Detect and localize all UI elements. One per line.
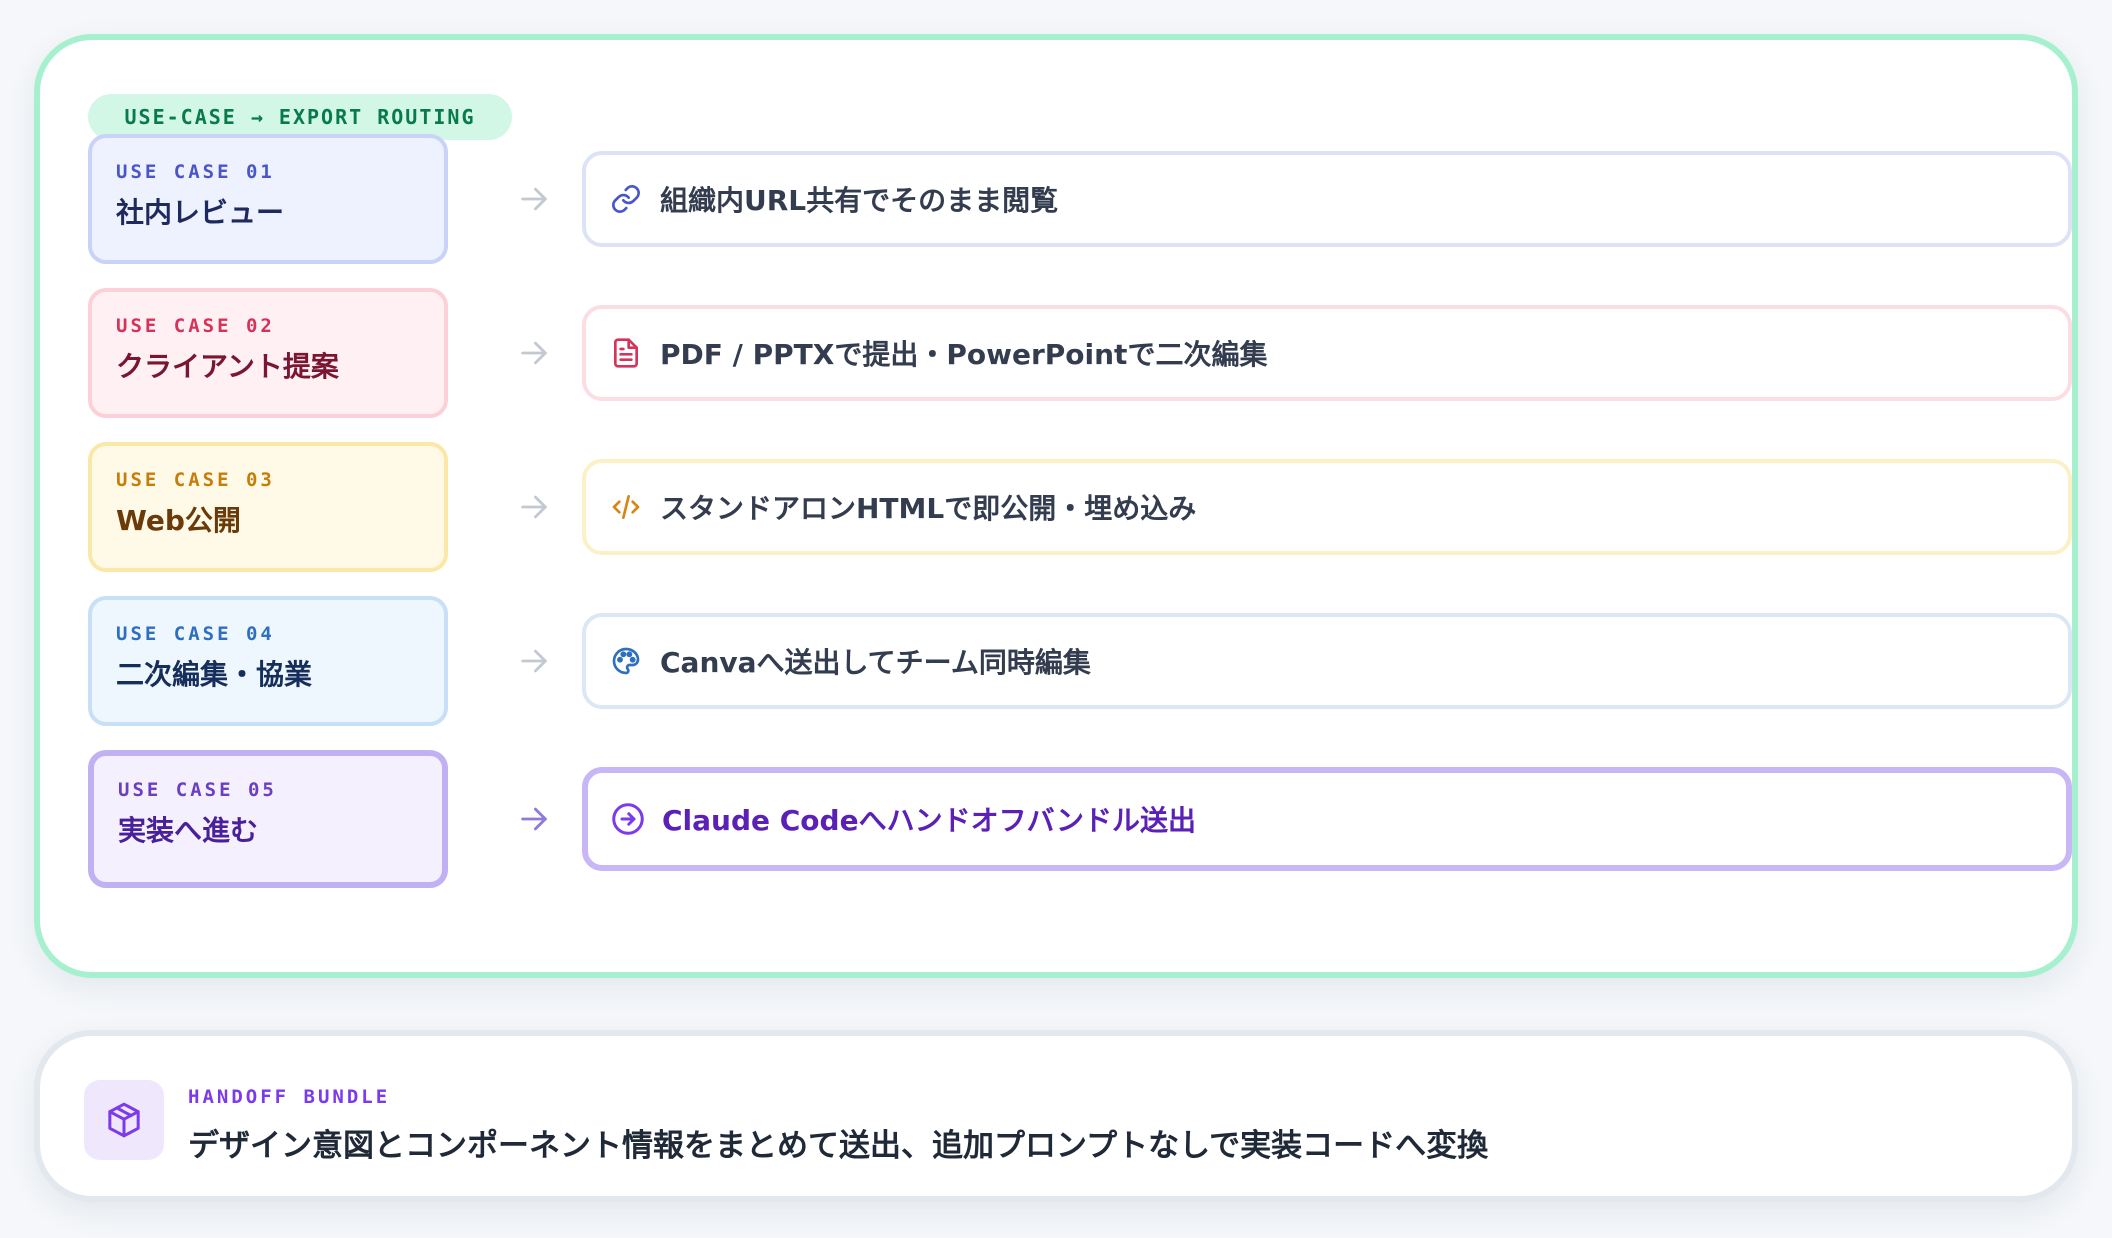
handoff-bundle-label: HANDOFF BUNDLE — [188, 1086, 391, 1108]
use-case-title: Web公開 — [116, 504, 241, 537]
use-case-label: USE CASE 02 — [116, 315, 275, 337]
export-option[interactable]: スタンドアロンHTMLで即公開・埋め込み — [582, 459, 2072, 555]
export-option[interactable]: Claude Codeへハンドオフバンドル送出 — [582, 767, 2072, 871]
use-case-card[interactable]: USE CASE 02 クライアント提案 — [88, 288, 448, 418]
handoff-bundle-description: デザイン意図とコンポーネント情報をまとめて送出、追加プロンプトなしで実装コードへ… — [188, 1128, 1489, 1164]
export-option-label: PDF / PPTXで提出・PowerPointで二次編集 — [660, 338, 1268, 371]
export-option-label: Canvaへ送出してチーム同時編集 — [660, 646, 1091, 679]
export-option-label: 組織内URL共有でそのまま閲覧 — [660, 184, 1059, 217]
use-case-label: USE CASE 05 — [118, 779, 277, 801]
routing-row: USE CASE 05 実装へ進む Claude Codeへハンドオフバンドル送… — [88, 750, 2072, 890]
arrow-right-icon — [514, 799, 554, 839]
export-option[interactable]: 組織内URL共有でそのまま閲覧 — [582, 151, 2072, 247]
export-option[interactable]: PDF / PPTXで提出・PowerPointで二次編集 — [582, 305, 2072, 401]
use-case-card[interactable]: USE CASE 03 Web公開 — [88, 442, 448, 572]
routing-header-pill: USE-CASE → EXPORT ROUTING — [88, 94, 512, 140]
use-case-title: 二次編集・協業 — [116, 658, 313, 691]
arrow-circle-icon — [610, 801, 646, 837]
routing-row: USE CASE 01 社内レビュー 組織内URL共有でそのまま閲覧 — [88, 134, 2072, 264]
routing-row: USE CASE 03 Web公開 スタンドアロンHTMLで即公開・埋め込み — [88, 442, 2072, 572]
link-icon — [608, 181, 644, 217]
export-option-label: スタンドアロンHTMLで即公開・埋め込み — [660, 492, 1197, 525]
use-case-label: USE CASE 03 — [116, 469, 275, 491]
palette-icon — [608, 643, 644, 679]
routing-row: USE CASE 04 二次編集・協業 Canvaへ送出してチーム同時編集 — [88, 596, 2072, 726]
export-option-label: Claude Codeへハンドオフバンドル送出 — [662, 804, 1196, 837]
arrow-right-icon — [514, 487, 554, 527]
routing-panel: USE-CASE → EXPORT ROUTING USE CASE 01 社内… — [34, 34, 2078, 978]
use-case-title: 実装へ進む — [118, 814, 259, 847]
use-case-label: USE CASE 04 — [116, 623, 275, 645]
document-icon — [608, 335, 644, 371]
arrow-right-icon — [514, 333, 554, 373]
arrow-right-icon — [514, 179, 554, 219]
export-option[interactable]: Canvaへ送出してチーム同時編集 — [582, 613, 2072, 709]
code-icon — [608, 489, 644, 525]
use-case-title: クライアント提案 — [116, 350, 339, 383]
routing-row: USE CASE 02 クライアント提案 PDF / PPTXで提出・Power… — [88, 288, 2072, 418]
use-case-card[interactable]: USE CASE 01 社内レビュー — [88, 134, 448, 264]
use-case-card[interactable]: USE CASE 04 二次編集・協業 — [88, 596, 448, 726]
use-case-card[interactable]: USE CASE 05 実装へ進む — [88, 750, 448, 888]
use-case-label: USE CASE 01 — [116, 161, 275, 183]
handoff-bundle-panel: HANDOFF BUNDLE デザイン意図とコンポーネント情報をまとめて送出、追… — [34, 1030, 2078, 1202]
package-icon — [84, 1080, 164, 1160]
arrow-right-icon — [514, 641, 554, 681]
use-case-title: 社内レビュー — [116, 196, 285, 229]
